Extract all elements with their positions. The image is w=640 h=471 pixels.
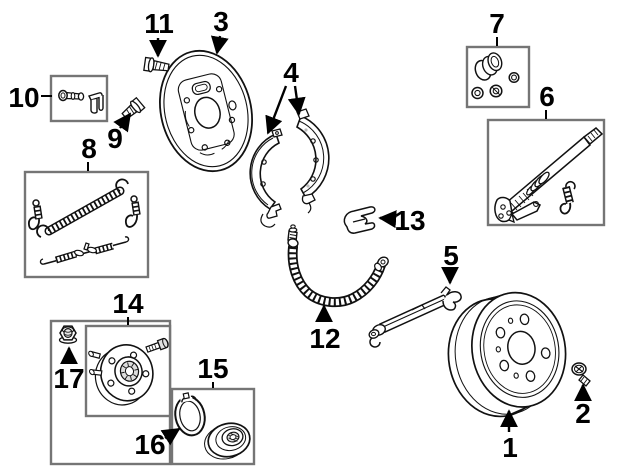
callout-arrows — [60, 35, 592, 446]
bolt-11 — [143, 56, 170, 73]
brake-hose — [287, 224, 389, 308]
callout-6-label: 6 — [539, 81, 555, 112]
box-spring-kit — [23, 170, 150, 279]
callout-13-arrow — [378, 210, 397, 229]
hub-assembly — [88, 337, 169, 406]
callout-12-label: 12 — [309, 323, 340, 354]
callout-4-arrow-right — [287, 85, 306, 116]
brake-shoe-left — [249, 128, 283, 228]
callout-16-arrow — [160, 427, 181, 446]
callout-3-arrow — [210, 35, 229, 55]
adjuster-kit — [494, 127, 604, 224]
spindle-nut — [58, 325, 78, 344]
retainer-clip — [343, 206, 376, 234]
callout-4-arrow-left — [265, 85, 288, 135]
callout-10-label: 10 — [8, 82, 39, 113]
brake-drum — [447, 291, 567, 418]
brake-shoe-right — [296, 108, 330, 214]
bolt-9 — [121, 96, 146, 120]
callout-16-label: 16 — [134, 429, 165, 460]
callout-3-label: 3 — [213, 6, 229, 37]
callout-2-label: 2 — [575, 398, 591, 429]
callout-17-label: 17 — [53, 363, 84, 394]
callout-13-label: 13 — [394, 205, 425, 236]
callout-5-label: 5 — [443, 240, 459, 271]
spring-hardware-kit — [27, 178, 141, 265]
callout-15-label: 15 — [197, 353, 228, 384]
pin-and-retainer — [58, 89, 104, 114]
callout-1-label: 1 — [502, 432, 518, 463]
callout-14-label: 14 — [112, 288, 144, 319]
callout-11-label: 11 — [144, 8, 174, 39]
seal-ring — [174, 391, 206, 437]
callout-7-label: 7 — [489, 8, 505, 39]
bearing — [204, 422, 251, 460]
callout-9-arrow — [113, 112, 132, 133]
callout-8-label: 8 — [81, 133, 97, 164]
backing-plate — [159, 49, 253, 173]
drum-screw — [571, 362, 591, 387]
callout-4-label: 4 — [283, 57, 299, 88]
adjuster-lever — [368, 286, 462, 348]
callout-connectors — [41, 37, 547, 388]
wheel-cylinder-kit — [471, 52, 520, 100]
callout-9-label: 9 — [107, 123, 123, 154]
